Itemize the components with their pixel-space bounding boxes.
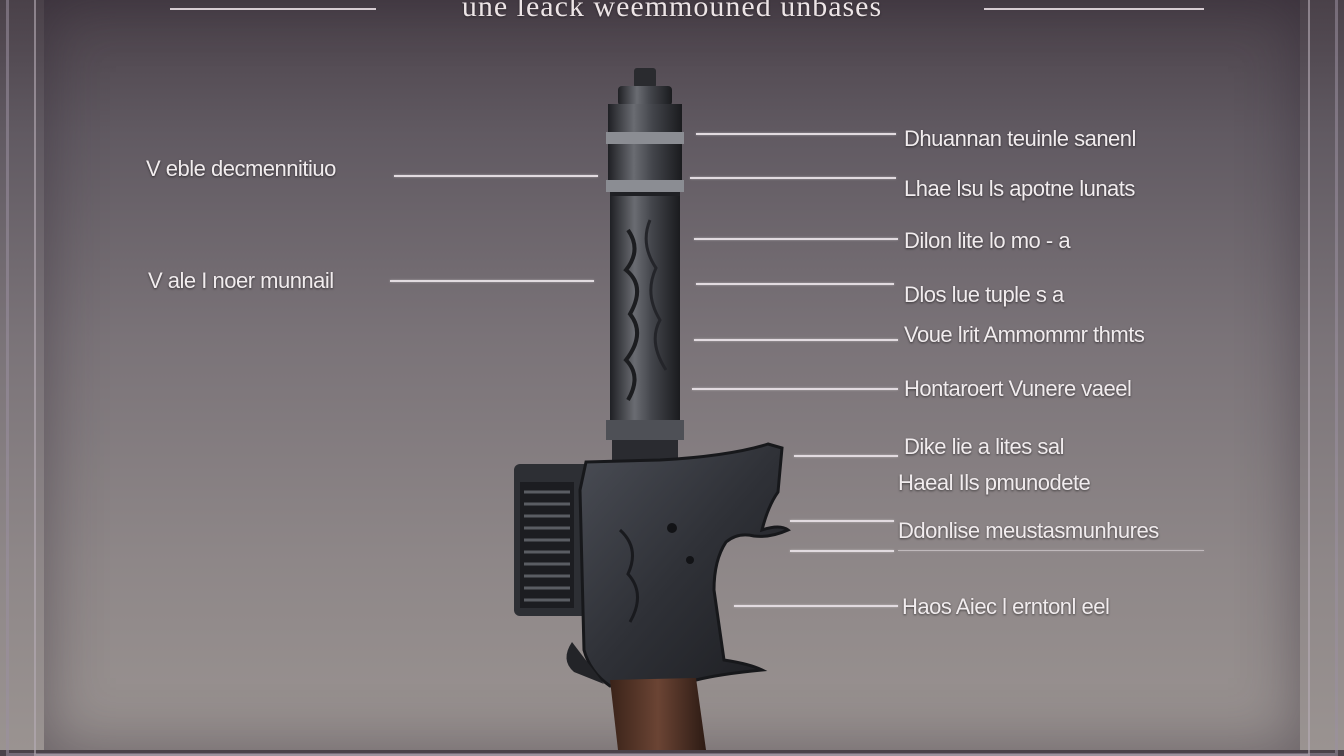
callout-line-right-4: [696, 283, 894, 285]
callout-line-right-6: [692, 388, 898, 390]
magazine: [514, 464, 592, 616]
callout-line-right-9b: [790, 550, 894, 552]
callout-line-right-1: [696, 133, 896, 135]
callout-underline-right-9: [898, 550, 1204, 551]
callout-label-left-2: V ale I noer munnail: [148, 268, 334, 293]
callout-line-right-2: [690, 177, 896, 179]
callout-label-right-2: Lhae lsu ls apotne lunats: [904, 176, 1135, 201]
callout-label-right-6: Hontaroert Vunere vaeel: [904, 376, 1132, 401]
callout-line-left-1: [394, 175, 598, 177]
callout-label-right-9: Ddonlise meustasmunhures: [898, 518, 1159, 543]
callout-line-right-10: [734, 605, 898, 607]
grip: [566, 642, 706, 750]
callout-label-right-5: Voue lrit Ammommr thmts: [904, 322, 1145, 347]
callout-label-right-1: Dhuannan teuinle sanenl: [904, 126, 1136, 151]
callout-label-right-10: Haos Aiec l erntonl eel: [902, 594, 1110, 619]
callout-line-left-2: [390, 280, 594, 282]
callout-line-right-3: [694, 238, 898, 240]
callout-line-right-9: [790, 520, 894, 522]
receiver: [578, 442, 791, 688]
title-rule-right: [984, 8, 1204, 10]
barrel: [606, 104, 684, 460]
page-title: une leack weemmouned unbases: [461, 0, 883, 23]
title-rule-left: [170, 8, 376, 10]
callout-label-right-7: Dike lie a lites sal: [904, 434, 1064, 459]
muzzle: [618, 68, 672, 106]
weapon-illustration: [514, 68, 791, 750]
callout-line-right-5: [694, 339, 898, 341]
callout-label-left-1: V eble decmennitiuo: [146, 156, 336, 181]
callout-label-right-3: Dilon lite lo mo - a: [904, 228, 1071, 253]
callout-label-right-4: Dlos lue tuple s a: [904, 282, 1064, 307]
callout-label-right-8: Haeal Ils pmunodete: [898, 470, 1091, 495]
callout-line-right-7: [794, 455, 898, 457]
